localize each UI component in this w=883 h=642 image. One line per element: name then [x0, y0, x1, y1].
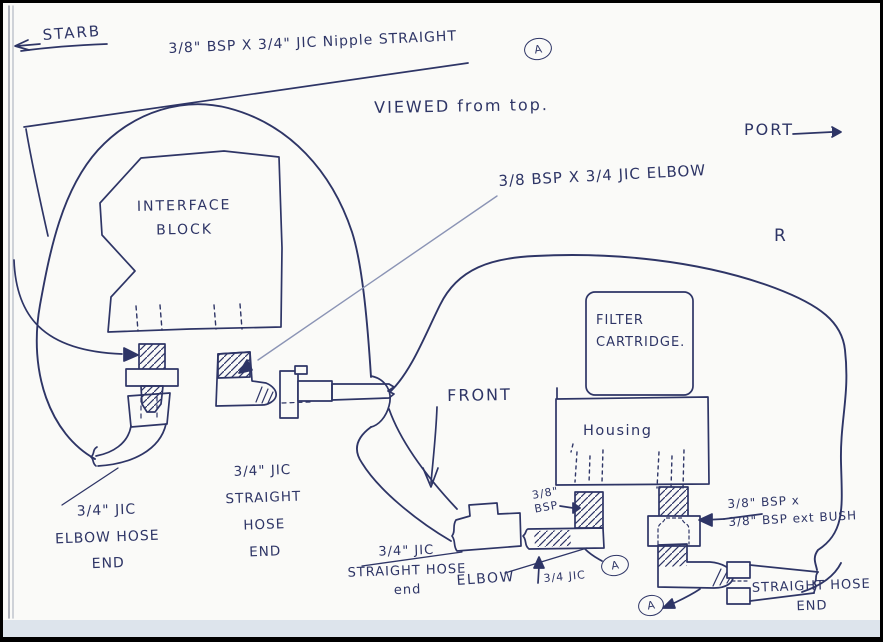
elbow-hose-end-label-leader [61, 467, 119, 506]
straight-hose-end-front-label: 3/4" JIC STRAIGHT HOSE end [347, 542, 467, 599]
r-mark: R [774, 226, 787, 246]
rear-elbow-fitting [657, 543, 735, 609]
viewed-from-top-note: VIEWED from top. [374, 94, 550, 117]
nipple-straight-fitting [125, 343, 179, 413]
interface-block-label: INTERFACE BLOCK [136, 197, 232, 239]
filter-cartridge-label: FILTER CARTRIDGE. [596, 313, 686, 351]
interface-block-outline [99, 150, 283, 333]
front-straight-label-leader [361, 551, 463, 567]
bsp-38-label: 3/8" BSP [531, 484, 560, 516]
elbow-label-leader [257, 195, 498, 361]
scanner-bed-strip [3, 620, 880, 637]
front-elbow-label-leader [504, 547, 588, 574]
rear-straight-hose-end-fitting [726, 561, 819, 605]
front-label: FRONT [447, 384, 512, 405]
ext-bush-label: 3/8" BSP x 3/8" BSP ext BUSH [727, 493, 858, 529]
straight-hose-end-mid-label: 3/4" JIC STRAIGHT HOSE END [225, 461, 302, 561]
front-arrow [422, 406, 439, 488]
straight-hose-end-mid-fitting [279, 365, 395, 428]
housing-outline [555, 387, 710, 489]
straight-hose-end-right-label: STRAIGHT HOSE END [751, 576, 871, 614]
filter-cartridge-outline [585, 291, 694, 396]
starboard-label: STARB [42, 21, 102, 44]
interface-block-ports [135, 303, 243, 332]
starboard-arrow [14, 39, 108, 52]
bsp-jic-elbow-fitting [215, 351, 277, 407]
port-label: PORT [744, 120, 794, 139]
nipple-pointer-arrow [13, 259, 139, 362]
housing-ports [570, 443, 685, 489]
front-hose [356, 408, 458, 542]
right-hose-loop [390, 254, 848, 593]
ext-bush-fitting [647, 486, 763, 547]
elbow-hose-end-label: 3/4" JIC ELBOW HOSE END [54, 501, 160, 573]
housing-label: Housing [583, 423, 653, 439]
left-hose-loop [35, 103, 372, 460]
nipple-label-leader [23, 62, 469, 237]
front-straight-hose-end-fitting [451, 502, 522, 552]
paper-edge-lines [8, 5, 14, 619]
port-arrow [792, 126, 842, 138]
elbow-hose-end-fitting [90, 392, 171, 467]
